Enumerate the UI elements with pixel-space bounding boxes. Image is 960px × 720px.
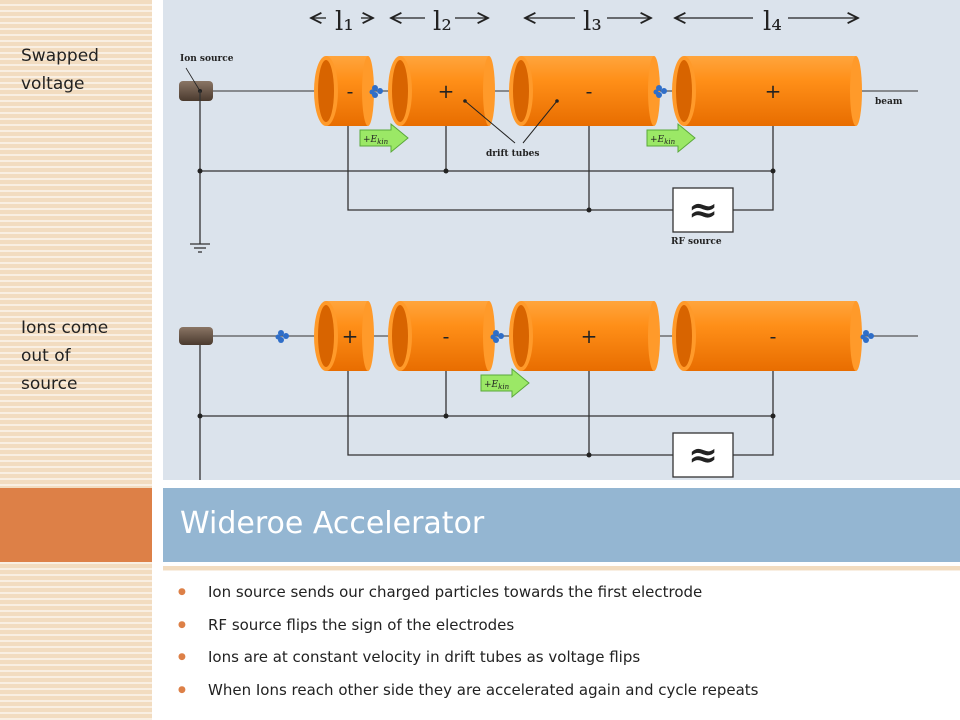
length-label-l4: l₄ bbox=[763, 7, 782, 37]
bullet-text: When Ions reach other side they are acce… bbox=[208, 680, 759, 699]
rf-source-box bbox=[672, 187, 734, 233]
ekin-sub: kin bbox=[664, 138, 675, 146]
drift-tube-1: - bbox=[314, 56, 374, 126]
tube-sign: + bbox=[581, 324, 598, 348]
tube-sign: + bbox=[765, 79, 782, 103]
side-note-top-line: voltage bbox=[21, 74, 85, 94]
length-label-l2: l₂ bbox=[433, 7, 452, 37]
ion-cluster-icon bbox=[490, 330, 504, 343]
drift-tube-4: - bbox=[672, 301, 862, 371]
rf-symbol-icon: ≈ bbox=[688, 189, 718, 231]
length-label-l3: l₃ bbox=[583, 7, 602, 37]
ion-cluster-icon bbox=[275, 330, 289, 343]
tube-sign: + bbox=[342, 324, 359, 348]
svg-text:+Ekin: +Ekin bbox=[484, 380, 510, 391]
bullet-dot-icon: ● bbox=[178, 684, 186, 695]
ion-source-icon bbox=[179, 327, 213, 345]
ion-source-label: Ion source bbox=[180, 54, 234, 64]
beam-label: beam bbox=[875, 97, 903, 107]
side-note-top-line: Swapped bbox=[21, 46, 99, 66]
side-note-bottom-line: out of bbox=[21, 346, 71, 366]
tube-sign: - bbox=[770, 324, 777, 348]
rf-source-label: RF source bbox=[671, 237, 722, 247]
length-markers: l₁ l₂ l₃ l₄ bbox=[311, 7, 858, 37]
drift-tube-3: - bbox=[509, 56, 660, 126]
accelerator-diagram: l₁ l₂ l₃ l₄ Ion source beam bbox=[163, 0, 960, 488]
bullet-item: ● Ion source sends our charged particles … bbox=[170, 580, 758, 613]
accelerator-diagram-svg: l₁ l₂ l₃ l₄ Ion source beam bbox=[179, 7, 918, 488]
ekin-label: +E bbox=[363, 135, 378, 145]
bullet-list: ● Ion source sends our charged particles … bbox=[170, 580, 758, 710]
side-note-top: Swapped voltage bbox=[21, 42, 99, 98]
side-note-bottom: Ions come out of source bbox=[21, 314, 108, 398]
ekin-sub: kin bbox=[498, 383, 509, 391]
drift-tubes-label: drift tubes bbox=[486, 149, 539, 159]
drift-tube-3: + bbox=[509, 301, 660, 371]
bullet-item: ● Ions are at constant velocity in drift … bbox=[170, 645, 758, 678]
title-accent-block bbox=[0, 488, 152, 562]
ekin-arrow-icon: +Ekin bbox=[480, 367, 530, 399]
drift-tube-2: + bbox=[388, 56, 495, 126]
ekin-sub: kin bbox=[377, 138, 388, 146]
ion-cluster-icon bbox=[653, 85, 667, 98]
bullet-text: Ion source sends our charged particles t… bbox=[208, 583, 703, 601]
side-note-bottom-line: source bbox=[21, 374, 78, 394]
ion-cluster-icon bbox=[860, 330, 874, 343]
bullet-item: ● RF source flips the sign of the electro… bbox=[170, 613, 758, 646]
drift-tube-1: + bbox=[314, 301, 374, 371]
ekin-label: +E bbox=[650, 135, 665, 145]
slide-title: Wideroe Accelerator bbox=[180, 506, 485, 541]
bullet-panel bbox=[163, 571, 960, 720]
bullet-text: RF source flips the sign of the electrod… bbox=[208, 615, 515, 634]
ekin-label: +E bbox=[484, 380, 499, 390]
side-note-bottom-line: Ions come bbox=[21, 318, 109, 338]
drift-tube-2: - bbox=[388, 301, 495, 371]
tube-sign: + bbox=[438, 79, 455, 103]
ion-cluster-icon bbox=[369, 85, 383, 98]
bullet-text: Ions are at constant velocity in drift t… bbox=[208, 648, 641, 666]
bullet-item: ● When Ions reach other side they are acc… bbox=[170, 678, 758, 711]
rf-symbol-icon: ≈ bbox=[688, 434, 718, 476]
ekin-arrow-icon: +Ekin bbox=[646, 122, 696, 154]
ion-source-icon bbox=[179, 81, 213, 101]
ekin-arrow-icon: +Ekin bbox=[359, 122, 409, 154]
tube-sign: - bbox=[347, 79, 354, 103]
rf-source-box bbox=[672, 432, 734, 478]
drift-tube-4: + bbox=[672, 56, 862, 126]
svg-text:+Ekin: +Ekin bbox=[363, 135, 389, 146]
bullet-dot-icon: ● bbox=[178, 619, 186, 630]
title-band bbox=[163, 488, 960, 562]
bottom-circuit: ≈ + - + - bbox=[179, 301, 918, 488]
bullet-dot-icon: ● bbox=[178, 652, 186, 662]
left-decor-strip bbox=[0, 0, 152, 720]
bullet-dot-icon: ● bbox=[178, 587, 186, 597]
top-circuit: Ion source beam ≈ RF source bbox=[179, 54, 918, 253]
tube-sign: - bbox=[443, 324, 450, 348]
svg-text:+Ekin: +Ekin bbox=[650, 135, 676, 146]
tube-sign: - bbox=[586, 79, 593, 103]
length-label-l1: l₁ bbox=[335, 7, 354, 37]
ground-icon bbox=[190, 243, 210, 253]
